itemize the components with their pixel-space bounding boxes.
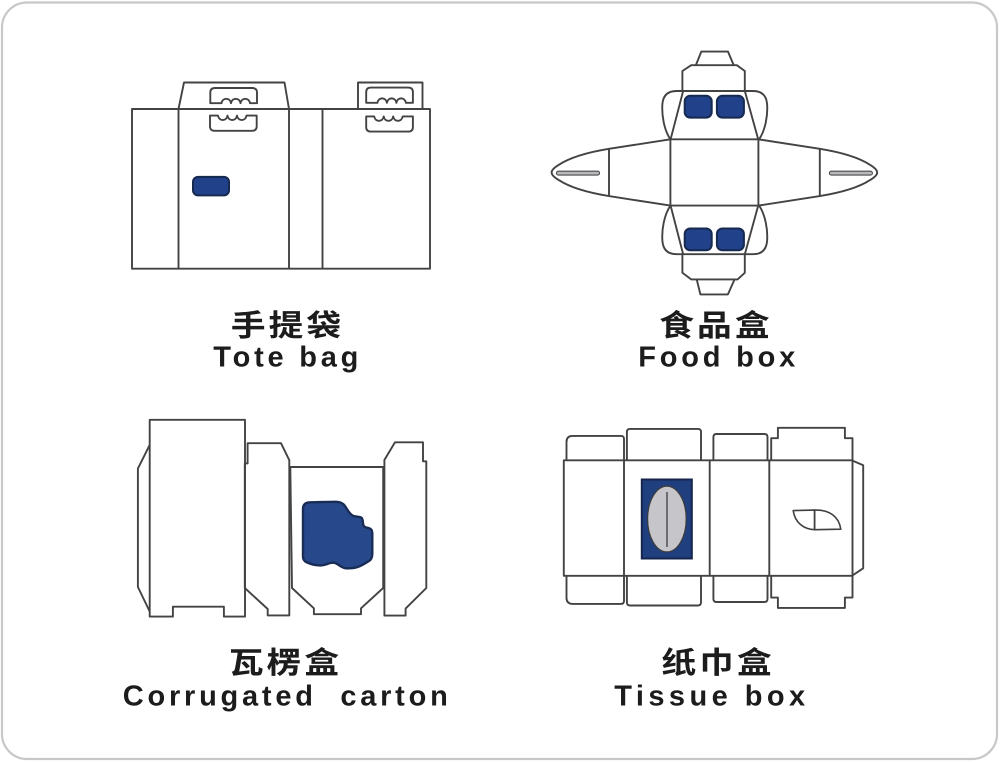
svg-text:Corrugated carton: Corrugated carton xyxy=(123,681,448,713)
svg-text:Food box: Food box xyxy=(638,342,795,374)
